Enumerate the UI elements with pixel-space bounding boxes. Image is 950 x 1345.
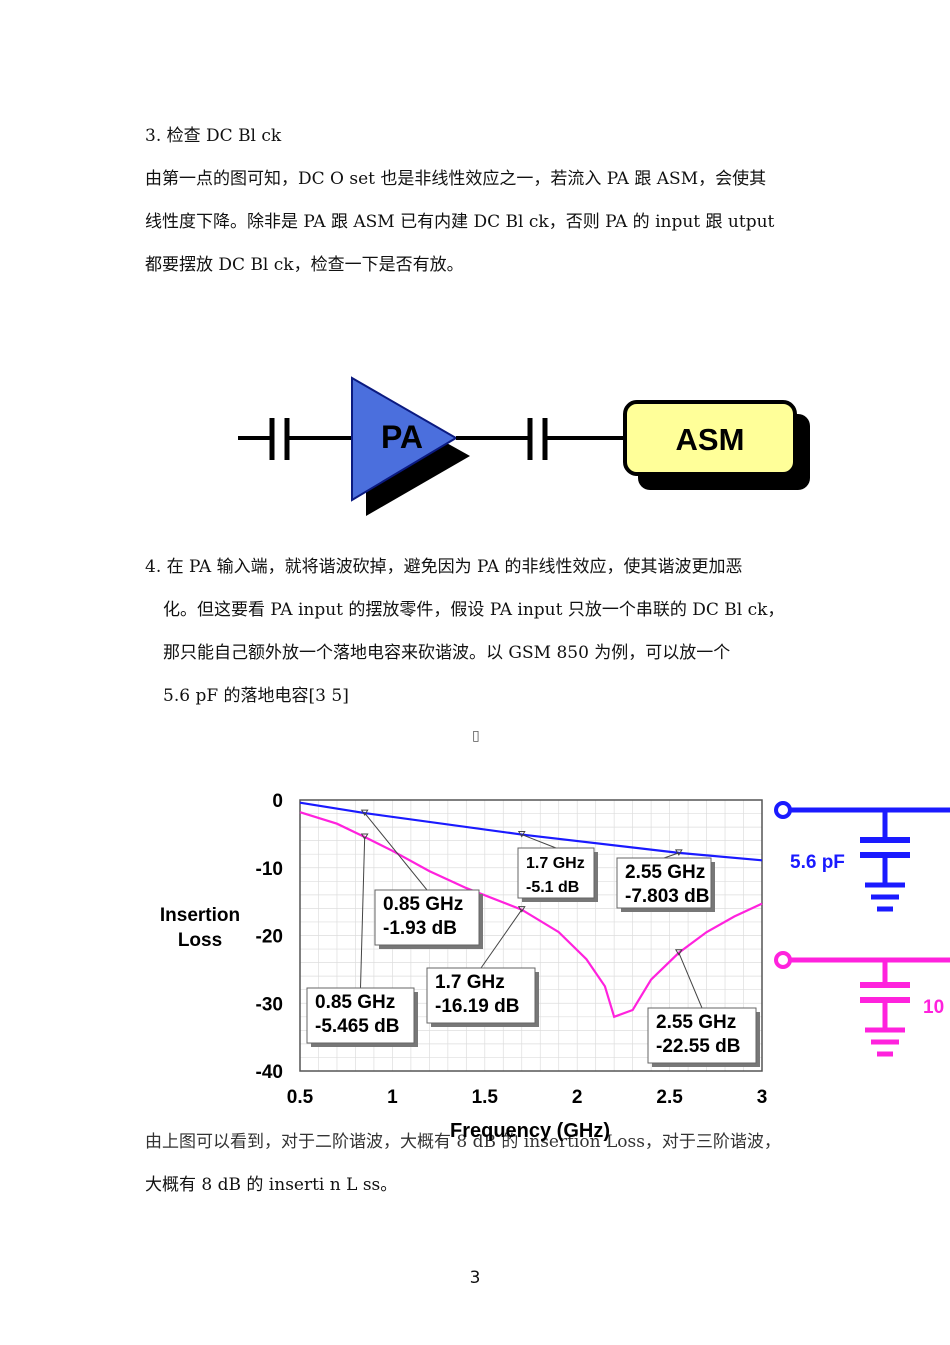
annotation-box — [517, 847, 595, 899]
annotation-box — [616, 857, 712, 909]
annotation-text: -22.55 dB — [656, 1036, 740, 1057]
capacitor-schematic-magenta: 10 — [774, 951, 950, 1057]
annotation-text: -5.465 dB — [315, 1016, 399, 1037]
x-tick-label: 1.5 — [472, 1087, 499, 1108]
insertion-loss-chart: 0.5 1 1.5 2 2.5 3 0 -10 -20 -30 -40 1.7 GHz -5.1 dB… — [140, 775, 950, 1142]
annotation-marker — [674, 949, 683, 956]
annotation-box — [647, 1007, 757, 1064]
annotation-marker — [360, 833, 369, 840]
x-tick-label: 2.5 — [656, 1087, 683, 1108]
x-axis-label: Frequency (GHz) — [450, 1120, 610, 1142]
annotation-text: -1.93 dB — [383, 918, 457, 939]
annotation-text: 0.85 GHz — [383, 894, 463, 915]
y-axis-label: Insertion — [160, 905, 240, 926]
asm-label: ASM — [676, 422, 745, 457]
placeholder-glyph: ▯ — [472, 728, 480, 744]
annotation-marker — [360, 809, 369, 817]
capacitor-schematic-blue: 5.6 pF — [774, 801, 950, 912]
pa-asm-diagram: PA ASM — [238, 376, 810, 516]
series-line-2 — [299, 811, 763, 1019]
annotation-text: 2.55 GHz — [625, 862, 705, 883]
y-tick-label: -30 — [256, 994, 283, 1015]
pa-amplifier: PA — [351, 376, 470, 516]
y-tick-label: 0 — [272, 791, 283, 812]
x-tick-label: 2 — [572, 1087, 583, 1108]
section3-heading: 3. 检查 DC Bl ck — [145, 126, 282, 146]
y-tick-label: -40 — [256, 1062, 283, 1083]
annotation-leader — [360, 837, 366, 989]
pa-label: PA — [381, 419, 423, 455]
x-tick-label: 1 — [387, 1087, 398, 1108]
cap-label-5p6pf: 5.6 pF — [790, 852, 845, 873]
y-tick-label: -10 — [256, 859, 283, 880]
annotation-marker — [517, 906, 526, 913]
annotation-text: -7.803 dB — [625, 886, 709, 907]
annotation-text: -16.19 dB — [435, 996, 519, 1017]
cap-label-10: 10 — [923, 997, 944, 1018]
section3-line-2: 线性度下降。除非是 PA 跟 ASM 已有内建 DC Bl ck，否则 PA 的… — [145, 212, 775, 232]
annotation-text: -5.1 dB — [526, 879, 579, 896]
section4-line-1: 4. 在 PA 输入端，就将谐波砍掉，避免因为 PA 的非线性效应，使其谐波更加… — [145, 557, 743, 577]
input-dc-block-capacitor — [269, 418, 290, 460]
annotation-text: 0.85 GHz — [315, 992, 395, 1013]
annotation-leader — [364, 812, 428, 891]
plot-frame — [299, 799, 763, 1072]
annotation-leader — [663, 852, 680, 859]
annotation-box — [374, 889, 480, 946]
annotation-box — [306, 987, 415, 1044]
asm-block: ASM — [623, 400, 810, 490]
output-dc-block-capacitor — [527, 418, 548, 460]
annotation-leader — [521, 834, 557, 849]
annotation-marker — [517, 831, 526, 838]
section4-line-2: 化。但这要看 PA input 的摆放零件，假设 PA input 只放一个串联… — [163, 600, 785, 620]
annotation-box — [426, 967, 536, 1024]
y-axis-label-line-2: Loss — [178, 930, 222, 951]
x-tick-label: 3 — [757, 1087, 768, 1108]
annotation-leader — [480, 909, 523, 969]
annotation-text: 1.7 GHz — [526, 855, 585, 872]
y-tick-label: -20 — [256, 927, 283, 948]
series-line-1 — [299, 801, 763, 862]
section4-line-4: 5.6 pF 的落地电容[3 5] — [163, 686, 349, 706]
section4-line-3: 那只能自己额外放一个落地电容来砍谐波。以 GSM 850 为例，可以放一个 — [163, 643, 731, 663]
annotation-text: 2.55 GHz — [656, 1012, 736, 1033]
annotation-text: 1.7 GHz — [435, 972, 505, 993]
x-tick-label: 0.5 — [287, 1087, 314, 1108]
after-chart-line-2: 大概有 8 dB 的 inserti n L ss。 — [145, 1175, 398, 1195]
section3-line-3: 都要摆放 DC Bl ck，检查一下是否有放。 — [145, 255, 464, 275]
section3-line-1: 由第一点的图可知，DC O set 也是非线性效应之一，若流入 PA 跟 ASM… — [145, 169, 767, 189]
annotation-leader — [678, 952, 703, 1009]
annotation-marker — [674, 849, 683, 856]
page-number: 3 — [469, 1268, 481, 1288]
after-chart-line-1: 由上图可以看到，对于二阶谐波，大概有 8 dB 的 insertion Loss… — [145, 1132, 781, 1152]
